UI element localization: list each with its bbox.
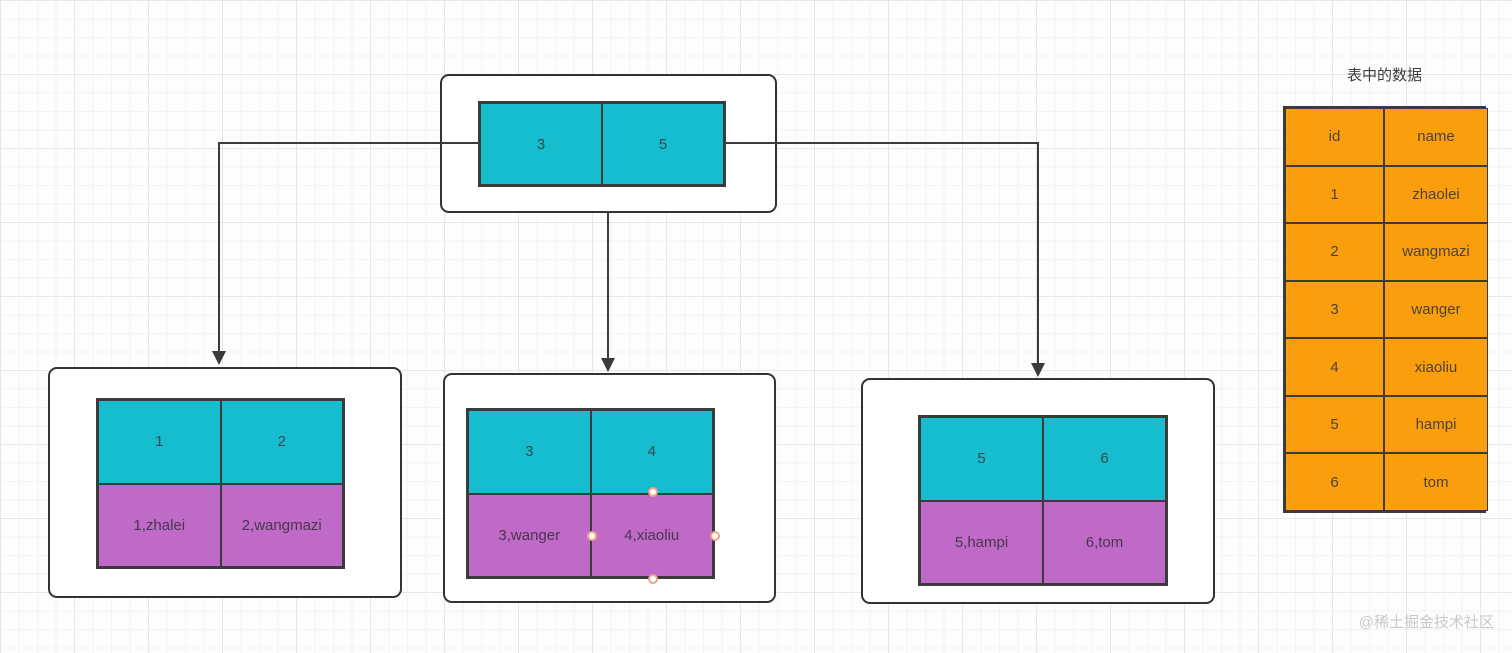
root-key-cell: 3 (480, 103, 602, 185)
selection-handle-left[interactable] (587, 531, 597, 541)
arrowhead-middle-icon (601, 358, 615, 372)
leaf-key-cell: 4 (590, 410, 713, 494)
leaf-record-cell: 2,wangmazi (220, 483, 343, 567)
leaf-2-table: 3 4 3,wanger 4,xiaoliu (466, 408, 715, 579)
watermark: @稀土掘金技术社区 (1358, 614, 1494, 631)
table-header-name: name (1384, 108, 1488, 166)
leaf-key-cell: 3 (468, 410, 591, 494)
leaf-record-cell: 1,zhalei (98, 483, 221, 567)
connector-left-horizontal (219, 142, 478, 144)
leaf-record-cell: 5,hampi (920, 500, 1043, 584)
table-header-id: id (1285, 108, 1384, 166)
leaf-record-cell: 6,tom (1043, 500, 1166, 584)
leaf-key-cell: 1 (98, 400, 221, 484)
leaf-3-table: 5 6 5,hampi 6,tom (918, 415, 1168, 586)
connector-right-vertical (1037, 142, 1039, 364)
selection-handle-right[interactable] (710, 531, 720, 541)
selection-handle-bottom[interactable] (648, 574, 658, 584)
table-cell-name: hampi (1384, 395, 1488, 454)
table-cell-name: zhaolei (1384, 165, 1488, 224)
table-cell-name: wanger (1384, 280, 1488, 339)
leaf-1-table: 1 2 1,zhalei 2,wangmazi (96, 398, 345, 569)
selection-handle-top[interactable] (648, 487, 658, 497)
leaf-record-cell: 3,wanger (468, 493, 591, 577)
table-cell-id: 3 (1285, 280, 1384, 339)
root-key-cell: 5 (602, 103, 724, 185)
arrowhead-left-icon (212, 351, 226, 365)
table-cell-name: tom (1384, 453, 1488, 511)
leaf-key-cell: 6 (1043, 417, 1166, 501)
table-cell-name: wangmazi (1384, 223, 1488, 281)
connector-right-horizontal (726, 142, 1039, 144)
table-cell-name: xiaoliu (1384, 338, 1488, 396)
table-cell-id: 6 (1285, 453, 1384, 511)
table-cell-id: 4 (1285, 338, 1384, 396)
table-cell-id: 5 (1285, 395, 1384, 454)
data-table-title: 表中的数据 (1346, 67, 1422, 84)
root-key-table: 3 5 (478, 101, 726, 187)
table-cell-id: 1 (1285, 165, 1384, 224)
arrowhead-right-icon (1031, 363, 1045, 377)
connector-middle-vertical (607, 213, 609, 359)
table-cell-id: 2 (1285, 223, 1384, 281)
leaf-key-cell: 2 (220, 400, 343, 484)
data-table: id name 1 zhaolei 2 wangmazi 3 wanger 4 … (1283, 106, 1488, 513)
leaf-record-cell: 4,xiaoliu (590, 493, 713, 577)
connector-left-vertical (218, 142, 220, 352)
leaf-key-cell: 5 (920, 417, 1043, 501)
